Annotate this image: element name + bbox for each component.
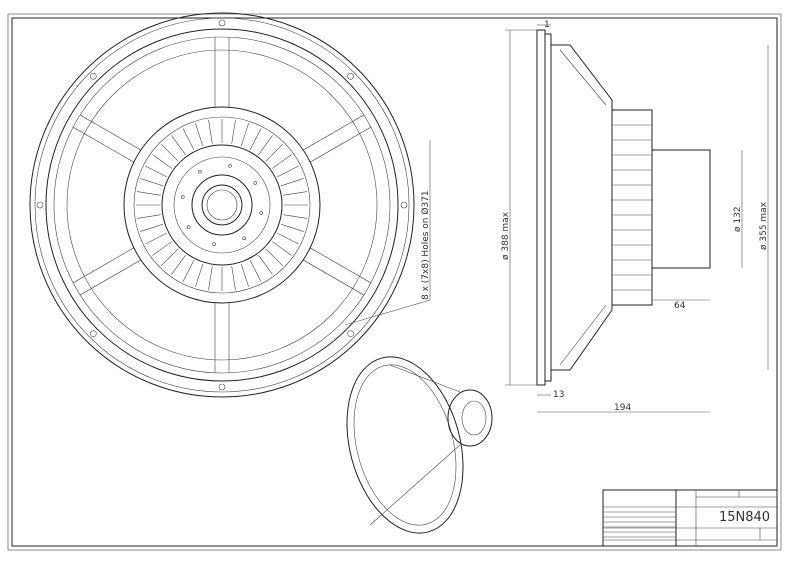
mounting-hole: [36, 201, 44, 209]
flange-thickness-label: 1: [544, 20, 550, 30]
mounting-hole: [400, 201, 408, 209]
bolt-holes-label: 8 x (7x8) Holes on Ø371: [420, 190, 431, 300]
cooling-fin: [140, 178, 164, 187]
outer-border: [7, 13, 782, 551]
flange-offset-label: 13: [553, 390, 564, 400]
frame-spoke: [310, 126, 372, 163]
cooling-fin: [231, 120, 236, 144]
cooling-fin: [208, 120, 213, 144]
screw-hole: [259, 211, 264, 215]
title-block: 15N840: [602, 489, 778, 547]
cooling-fin: [265, 248, 284, 267]
mounting-hole: [347, 330, 354, 337]
frame-spoke: [79, 114, 141, 151]
cooling-fin: [258, 254, 273, 275]
cooling-fin: [160, 248, 179, 267]
screw-hole: [180, 195, 185, 199]
mounting-hole: [218, 383, 226, 391]
model-number: 15N840: [719, 510, 770, 525]
screw-hole: [212, 242, 216, 247]
cooling-fin: [265, 143, 284, 162]
frame-spoke: [72, 126, 134, 163]
cooling-fin: [195, 123, 204, 147]
cooling-fin: [271, 154, 292, 169]
cooling-fin: [208, 266, 213, 290]
mounting-hole: [218, 19, 226, 27]
screw-hole: [228, 163, 232, 168]
cooling-fin: [171, 135, 186, 156]
overall-depth-label: 194: [614, 403, 631, 413]
cooling-fin: [140, 223, 164, 232]
cooling-fin: [280, 223, 304, 232]
cooling-fin: [152, 241, 173, 256]
mounting-hole: [90, 330, 97, 337]
cooling-fin: [277, 232, 299, 245]
dimension-lines: [505, 24, 769, 413]
cone-diameter-label: ø 355 max: [759, 201, 769, 250]
cooling-fin: [137, 191, 161, 196]
cooling-fin: [152, 154, 173, 169]
front-view: [29, 12, 415, 398]
magnet-diameter-label: ø 132: [733, 206, 743, 232]
frame-spoke: [72, 247, 134, 284]
screw-hole: [242, 236, 246, 241]
cooling-fin: [240, 263, 249, 287]
cooling-fin: [271, 241, 292, 256]
frame-spoke: [303, 259, 365, 296]
overall-diameter-label: ø 388 max: [501, 211, 511, 260]
cooling-fin: [240, 123, 249, 147]
cooling-fin: [258, 135, 273, 156]
mounting-hole: [347, 73, 354, 80]
cooling-fin: [137, 214, 161, 219]
cooling-fin: [171, 254, 186, 275]
cooling-fin: [280, 178, 304, 187]
cooling-fin: [182, 260, 195, 282]
cooling-fin: [160, 143, 179, 162]
screw-hole: [253, 181, 258, 185]
cooling-fin: [231, 266, 236, 290]
cooling-fin: [182, 128, 195, 150]
holes-leader: [344, 140, 431, 326]
side-view: [536, 29, 711, 386]
screw-hole: [198, 169, 202, 174]
screw-hole: [186, 225, 191, 229]
drawing-border: [11, 17, 778, 547]
cooling-fin: [195, 263, 204, 287]
cooling-fin: [283, 214, 307, 219]
cooling-fin: [249, 260, 262, 282]
cooling-fin: [145, 165, 167, 178]
cooling-fin: [283, 191, 307, 196]
frame-spoke: [79, 259, 141, 296]
cooling-fin: [249, 128, 262, 150]
frame-spoke: [303, 114, 365, 151]
magnet-depth-label: 64: [674, 301, 686, 311]
cooling-fin: [145, 232, 167, 245]
isometric-view: [346, 356, 493, 534]
mounting-hole: [90, 73, 97, 80]
cooling-fin: [277, 165, 299, 178]
frame-spoke: [310, 247, 372, 284]
